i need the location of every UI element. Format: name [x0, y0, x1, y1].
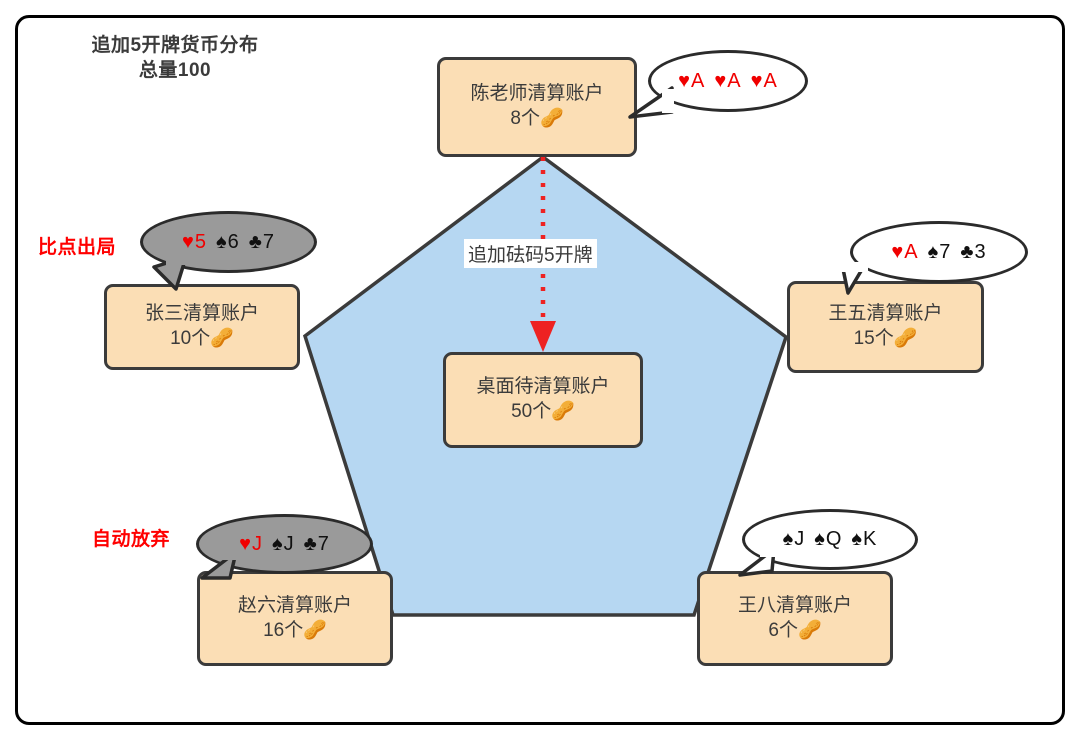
speech-bubble-bottom-left: ♥J ♠J ♣7	[196, 514, 373, 574]
node-center-amount: 50个🥜	[511, 401, 575, 422]
card-top-3: ♥A	[750, 69, 778, 92]
cards-right: ♥A ♠7 ♣3	[891, 241, 986, 264]
cards-bottomright: ♠J ♠Q ♠K	[783, 528, 878, 551]
node-bottomright-amount: 6个🥜	[768, 619, 822, 641]
bubble-tail-bottom-left	[200, 550, 240, 580]
speech-bubble-top: ♥A ♥A ♥A	[648, 50, 808, 112]
card-right-2: ♠7	[927, 240, 952, 263]
cards-left: ♥5 ♠6 ♣7	[182, 231, 275, 254]
bubble-tail-right	[840, 262, 868, 295]
card-top-1: ♥A	[678, 69, 706, 92]
node-top-name: 陈老师清算账户	[470, 83, 604, 105]
status-label-left: 比点出局	[38, 237, 117, 258]
node-table-pending-account[interactable]: 桌面待清算账户 50个🥜	[443, 352, 643, 448]
bubble-tail-bottom-right	[738, 545, 780, 577]
node-bottomleft-name: 赵六清算账户	[237, 594, 352, 616]
outer-frame	[15, 15, 1065, 725]
node-player-bottom-right[interactable]: 王八清算账户 6个🥜	[697, 571, 893, 666]
card-bottomleft-3: ♣7	[303, 532, 330, 555]
node-player-top[interactable]: 陈老师清算账户 8个🥜	[437, 57, 637, 157]
card-right-1: ♥A	[891, 240, 919, 263]
card-bottomleft-1: ♥J	[239, 532, 263, 555]
node-right-name: 王五清算账户	[828, 303, 943, 325]
speech-bubble-bottom-right: ♠J ♠Q ♠K	[742, 509, 918, 570]
cards-top: ♥A ♥A ♥A	[678, 70, 778, 93]
bubble-tail-top	[628, 86, 674, 119]
card-bottomright-3: ♠K	[851, 528, 878, 550]
card-left-1: ♥5	[182, 230, 207, 253]
card-right-3: ♣3	[960, 240, 987, 263]
status-label-bottom-left: 自动放弃	[92, 529, 171, 550]
arrow-label: 追加砝码5开牌	[464, 239, 597, 268]
card-bottomright-1: ♠J	[782, 528, 806, 550]
card-top-2: ♥A	[714, 69, 742, 92]
node-bottomleft-amount: 16个🥜	[263, 619, 327, 641]
title-line-1: 追加5开牌货币分布	[91, 35, 259, 56]
speech-bubble-right: ♥A ♠7 ♣3	[850, 221, 1028, 283]
node-player-right[interactable]: 王五清算账户 15个🥜	[787, 281, 984, 373]
node-bottomright-name: 王八清算账户	[737, 594, 852, 616]
node-player-bottom-left[interactable]: 赵六清算账户 16个🥜	[197, 571, 393, 666]
node-player-left[interactable]: 张三清算账户 10个🥜	[104, 284, 300, 370]
node-left-amount: 10个🥜	[170, 328, 234, 349]
card-left-3: ♣7	[248, 230, 275, 253]
page-title: 追加5开牌货币分布 总量100	[50, 33, 300, 83]
card-bottomright-2: ♠Q	[814, 528, 843, 550]
card-left-2: ♠6	[216, 230, 240, 253]
cards-bottomleft: ♥J ♠J ♣7	[239, 533, 330, 556]
arrow-head	[530, 321, 556, 352]
node-left-name: 张三清算账户	[144, 303, 259, 325]
node-right-amount: 15个🥜	[853, 328, 918, 349]
node-center-name: 桌面待清算账户	[476, 376, 610, 398]
bubble-tail-left	[152, 253, 190, 291]
card-bottomleft-2: ♠J	[272, 532, 295, 555]
node-top-amount: 8个🥜	[510, 108, 564, 129]
title-line-2: 总量100	[138, 60, 212, 82]
